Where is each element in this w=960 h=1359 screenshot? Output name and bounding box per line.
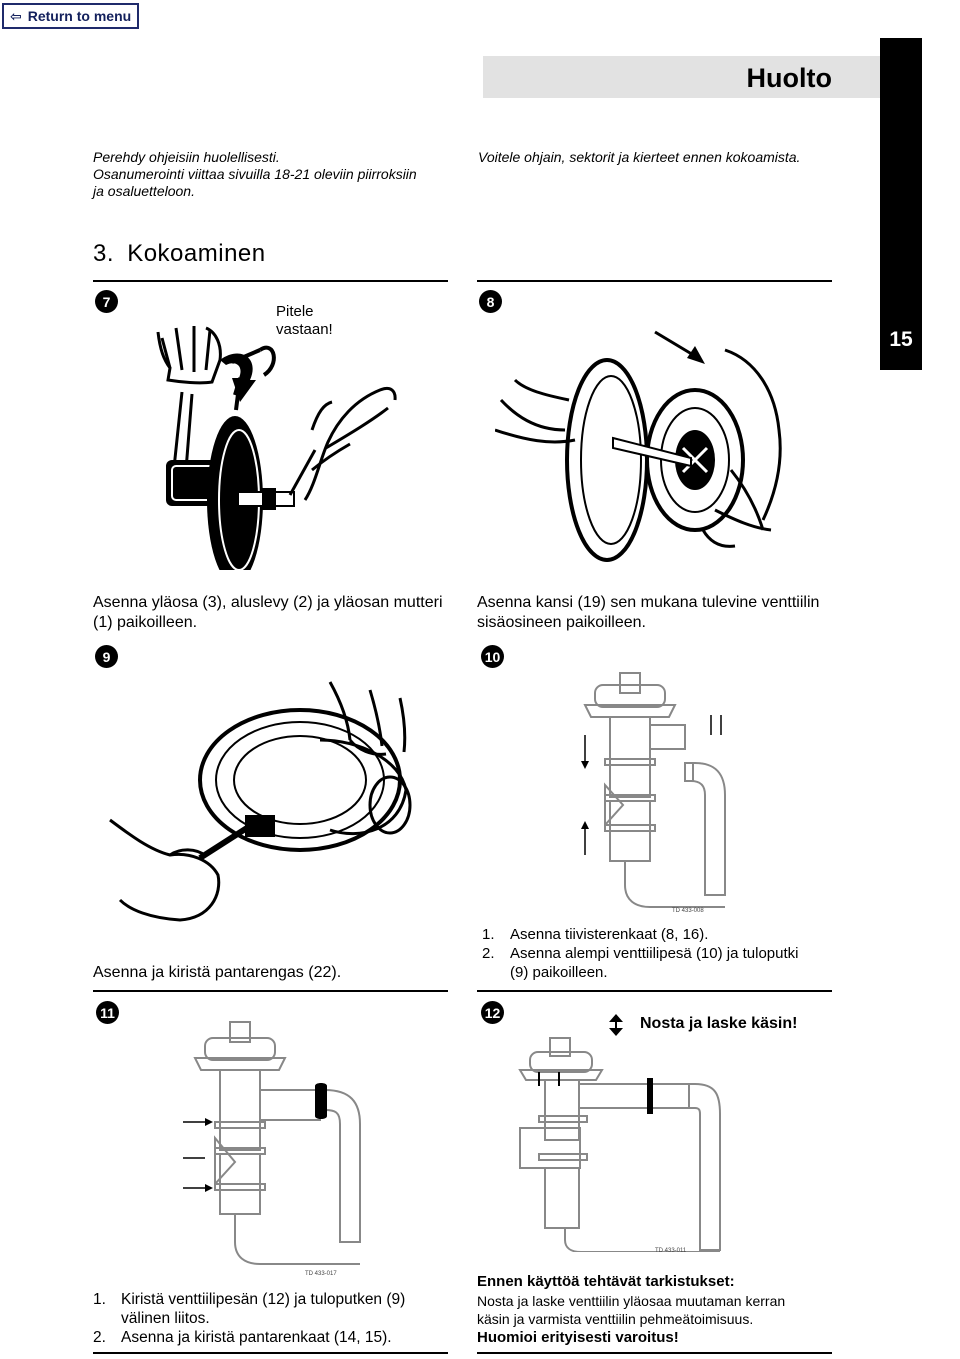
step-9-caption: Asenna ja kiristä pantarengas (22).: [93, 964, 342, 981]
step-7-badge: 7: [95, 290, 118, 313]
intro-left-line: Osanumerointi viittaa sivuilla 18-21 ole…: [93, 166, 417, 182]
caption-line: Asenna kansi (19) sen mukana tulevine ve…: [477, 594, 820, 611]
step-9-illustration: [109, 681, 412, 922]
warning-text: Huomioi erityisesti varoitus!: [477, 1329, 679, 1346]
step-10-illustration: [581, 672, 726, 908]
checks-line: Nosta ja laske venttiilin yläosaa muutam…: [477, 1293, 786, 1309]
arrow-right-icon: [687, 346, 705, 364]
step-10-list: 1.Asenna tiivisterenkaat (8, 16). 2.Asen…: [482, 925, 799, 982]
step-12-badge: 12: [481, 1001, 504, 1024]
list-item: 1.Asenna tiivisterenkaat (8, 16).: [482, 926, 709, 943]
list-item: 1.Kiristä venttiilipesän (12) ja tuloput…: [93, 1291, 406, 1308]
step-7-caption: Asenna yläosa (3), aluslevy (2) ja yläos…: [93, 593, 443, 633]
return-to-menu-button[interactable]: ⇦ Return to menu: [2, 3, 139, 29]
step-7-illustration: [156, 326, 397, 570]
step-11-illustration: [183, 1021, 361, 1265]
drawing-tag: TD 433-017: [305, 1271, 337, 1277]
chapter-side-bar: [880, 38, 922, 370]
divider-8: [477, 280, 832, 282]
step-11-badge: 11: [96, 1001, 119, 1024]
checks-title: Ennen käyttöä tehtävät tarkistukset:: [477, 1273, 735, 1290]
intro-left-line: ja osaluetteloon.: [93, 183, 195, 199]
title-band: [483, 56, 880, 98]
step-12-callout: Nosta ja laske käsin!: [640, 1015, 798, 1032]
divider-12: [477, 990, 832, 992]
up-down-arrow-icon: [609, 1014, 623, 1036]
intro-right: Voitele ohjain, sektorit ja kierteet enn…: [478, 149, 801, 165]
section-number: 3.: [93, 240, 115, 267]
step-9-badge: 9: [95, 645, 118, 668]
step-7-callout: Pitele vastaan!: [276, 303, 333, 339]
pre-use-checks: Ennen käyttöä tehtävät tarkistukset: Nos…: [477, 1272, 832, 1348]
list-item: välinen liitos.: [121, 1310, 210, 1327]
drawing-tag: TD 433-011: [655, 1248, 687, 1254]
rotate-arrow-icon: [220, 353, 256, 402]
caption-line: Asenna yläosa (3), aluslevy (2) ja yläos…: [93, 594, 443, 611]
list-item: 2.Asenna ja kiristä pantarenkaat (14, 15…: [93, 1329, 392, 1346]
caption-line: sisäosineen paikoilleen.: [477, 614, 646, 631]
arrow-left-icon: ⇦: [10, 7, 22, 24]
divider-11-bottom: [93, 1352, 448, 1354]
step-11-list: 1.Kiristä venttiilipesän (12) ja tuloput…: [93, 1290, 405, 1347]
page-title: Huolto: [746, 63, 832, 93]
intro-left-line: Perehdy ohjeisiin huolellisesti.: [93, 149, 280, 165]
step-8-caption: Asenna kansi (19) sen mukana tulevine ve…: [477, 593, 819, 633]
divider-12-bottom: [477, 1352, 832, 1354]
step-10-badge: 10: [481, 645, 504, 668]
section-title-text: Kokoaminen: [127, 240, 266, 267]
step-8-badge: 8: [479, 290, 502, 313]
drawing-tag: TD 433-008: [672, 908, 704, 914]
checks-line: käsin ja varmista venttiilin pehmeätoimi…: [477, 1311, 754, 1327]
divider-7: [93, 280, 448, 282]
return-label: Return to menu: [27, 8, 132, 24]
list-item: (9) paikoilleen.: [510, 964, 608, 981]
page-number: 15: [889, 328, 913, 351]
list-item: 2.Asenna alempi venttiilipesä (10) ja tu…: [482, 945, 799, 962]
callout-line: Pitele: [276, 303, 314, 320]
caption-line: (1) paikoilleen.: [93, 614, 198, 631]
callout-line: vastaan!: [276, 321, 333, 338]
step-12-illustration: [518, 1037, 721, 1252]
section-title: 3. Kokoaminen: [93, 240, 266, 268]
intro-left: Perehdy ohjeisiin huolellisesti. Osanume…: [93, 149, 417, 200]
divider-11: [93, 990, 448, 992]
step-8-illustration: [495, 330, 782, 562]
